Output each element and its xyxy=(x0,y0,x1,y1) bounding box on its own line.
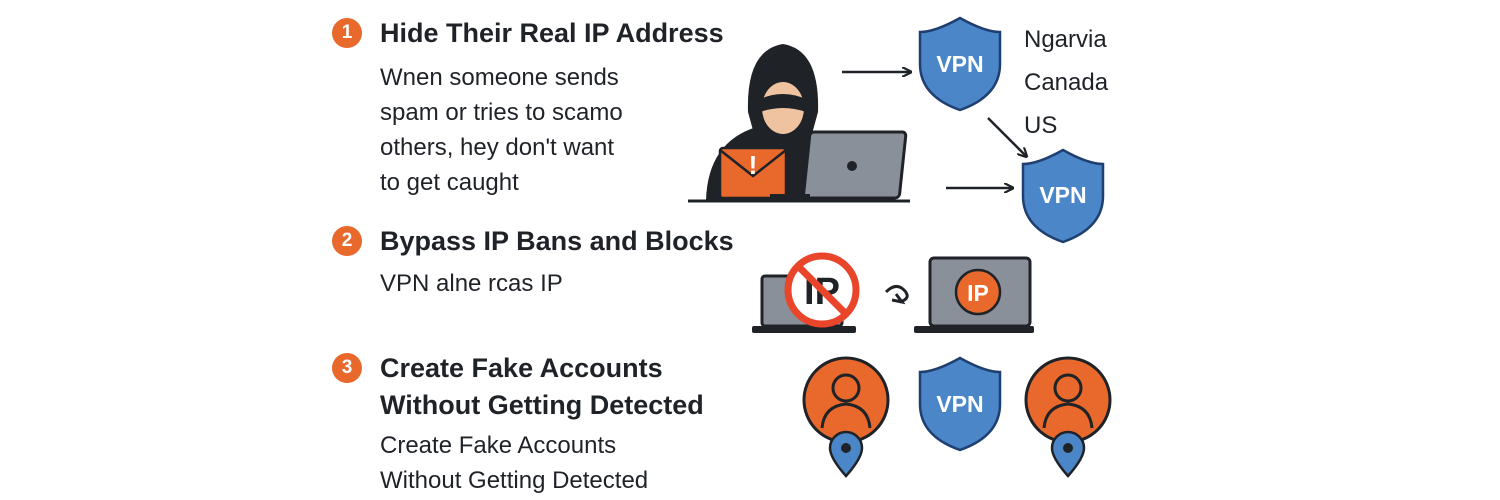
step-number-badge: 1 xyxy=(332,18,362,48)
country-label: Canada xyxy=(1024,69,1109,96)
step-number-badge: 2 xyxy=(332,226,362,256)
user-location-icon xyxy=(1024,356,1112,478)
section-heading: Hide Their Real IP Address xyxy=(380,18,724,48)
heading-line: Create Fake Accounts xyxy=(380,353,663,383)
section-heading: Bypass IP Bans and Blocks xyxy=(380,226,734,256)
description-line: spam or tries to scamo xyxy=(380,99,623,126)
country-label: Ngarvia xyxy=(1024,26,1107,53)
section-heading: Create Fake Accounts Without Getting Det… xyxy=(380,350,704,424)
arrow-icon xyxy=(987,117,1026,156)
description-line: to get caught xyxy=(380,169,519,196)
vpn-label: VPN xyxy=(936,391,983,417)
laptop-icon: IP xyxy=(914,256,1034,333)
section-description: VPN alne rcas IP xyxy=(380,266,563,301)
warning-envelope-icon: ! xyxy=(718,146,788,200)
description-line: Wnen someone sends xyxy=(380,64,619,91)
swap-arrow-icon xyxy=(884,285,909,305)
description-line: Create Fake Accounts xyxy=(380,432,617,459)
section-description: Create Fake Accounts Without Getting Det… xyxy=(380,428,648,498)
vpn-shield-icon: VPN xyxy=(1021,148,1105,244)
ip-label: IP xyxy=(967,280,989,306)
vpn-label: VPN xyxy=(936,51,983,77)
country-label: US xyxy=(1024,112,1058,139)
vpn-label: VPN xyxy=(1039,182,1086,208)
description-line: VPN alne rcas IP xyxy=(380,270,563,297)
vpn-shield-icon: VPN xyxy=(918,356,1002,452)
laptop-icon xyxy=(688,130,910,203)
user-location-icon xyxy=(802,356,890,478)
vpn-shield-icon: VPN xyxy=(918,16,1002,112)
section-description: Wnen someone sends spam or tries to scam… xyxy=(380,60,623,200)
description-line: others, hey don't want xyxy=(380,134,615,161)
svg-text:!: ! xyxy=(749,150,758,180)
heading-line: Without Getting Detected xyxy=(380,390,704,420)
step-number-badge: 3 xyxy=(332,353,362,383)
banned-ip-laptop-icon: IP xyxy=(752,252,860,333)
description-line: Without Getting Detected xyxy=(380,467,649,494)
